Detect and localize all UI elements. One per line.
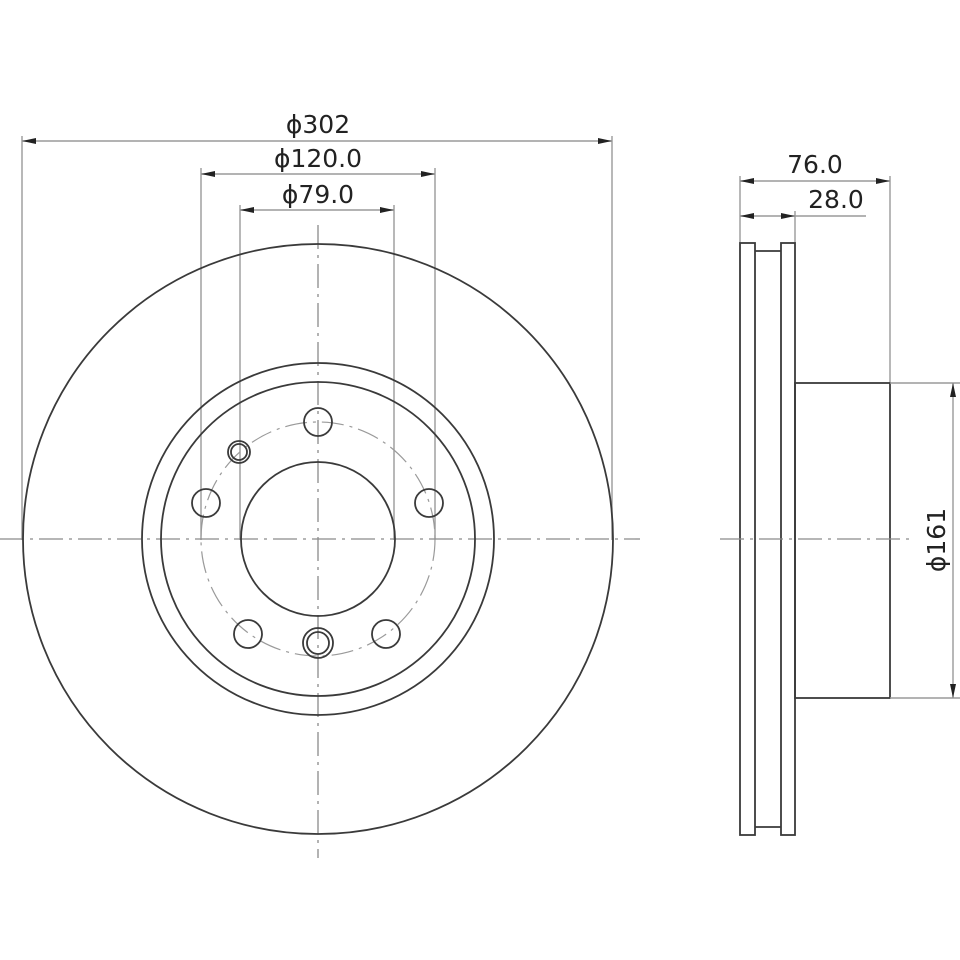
pin-outer-circle [302,627,334,659]
arrowhead [380,207,394,213]
bolt-circle-diameter-label: ϕ120.0 [274,144,362,173]
center-bore-diameter-label: ϕ79.0 [282,180,354,209]
arrowhead [950,383,956,397]
arrowhead [740,178,754,184]
arrowhead [22,138,36,144]
disc-outer-edge [22,243,614,835]
hat-outer-ring [141,362,495,716]
pin-outer-circle [227,440,251,464]
arrowhead [781,213,795,219]
hat-inner-ring [160,381,476,697]
locating-pin-bottom [302,627,334,659]
arrowhead [421,171,435,177]
arrowhead [876,178,890,184]
bolt-hole [303,407,333,437]
disc-friction-plate-right [780,242,796,836]
center-bore [240,461,396,617]
arrowhead [201,171,215,177]
locating-pin-upper-left [227,440,251,464]
pin-inner-circle [230,443,248,461]
bolt-hole [414,488,444,518]
hat-diameter-label: ϕ161 [922,508,951,572]
arrowhead [740,213,754,219]
arrowhead [240,207,254,213]
bolt-hole [191,488,221,518]
outer-diameter-label: ϕ302 [286,110,350,139]
pin-inner-circle [306,631,330,655]
bolt-pitch-circle [200,421,436,657]
arrowhead [950,684,956,698]
hat-section [794,382,891,699]
bolt-hole [371,619,401,649]
front-view: ϕ302 ϕ120.0 ϕ79.0 [0,110,640,858]
arrowhead [598,138,612,144]
disc-thickness-label: 28.0 [808,185,864,214]
side-view: 76.0 28.0 ϕ161 [720,150,960,836]
total-height-label: 76.0 [787,150,843,179]
bolt-hole [233,619,263,649]
